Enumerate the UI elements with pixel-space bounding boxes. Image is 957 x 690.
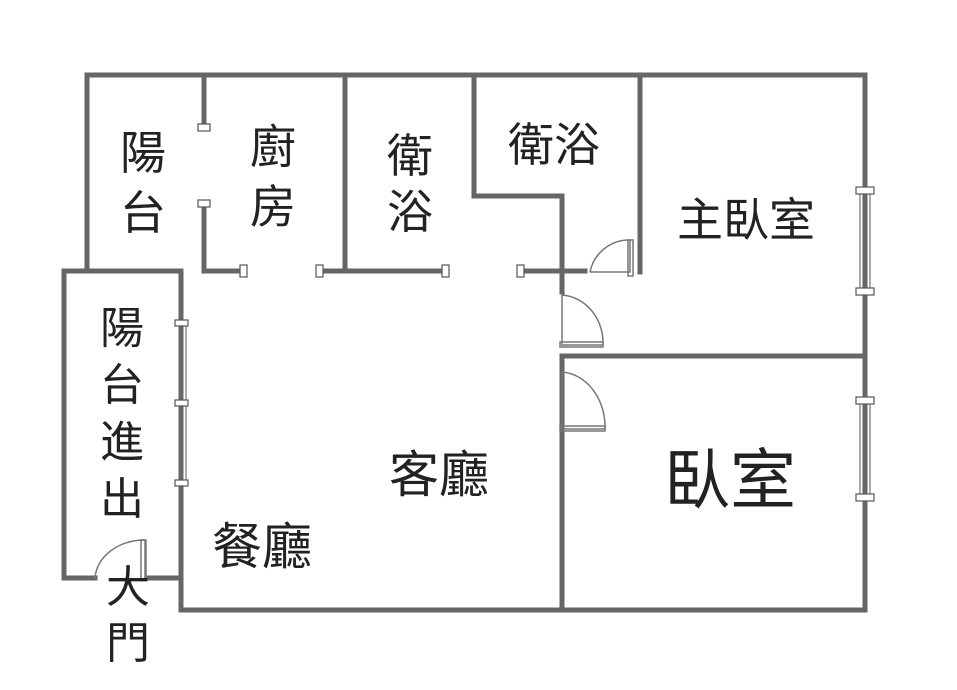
marker: [174, 399, 189, 407]
door-master-bedroom: [589, 239, 631, 273]
room-label-master-bedroom: 主臥室: [677, 193, 815, 247]
walls: [61, 72, 868, 613]
door-bath-hall: [561, 294, 604, 346]
marker: [174, 479, 189, 487]
marker: [855, 396, 875, 405]
room-label-bath-2: 衛浴: [508, 118, 600, 172]
marker: [855, 493, 875, 502]
doors: [94, 239, 634, 581]
room-label-kitchen-balcony: 陽 台: [120, 126, 166, 240]
marker: [174, 319, 189, 327]
wall-outer-top: [84, 72, 868, 613]
room-label-bath-1: 衛 浴: [387, 129, 433, 239]
door-bedroom: [561, 371, 606, 430]
room-label-dining-room: 餐廳: [212, 518, 312, 576]
door-main-entrance: [94, 539, 146, 579]
window-markers: [174, 123, 875, 502]
wall-entry-balcony: [61, 268, 184, 581]
marker: [197, 199, 211, 208]
door-bath-jamb: [559, 341, 604, 348]
door-master-jamb: [627, 239, 634, 277]
wall-bath2: [471, 72, 565, 295]
marker: [441, 264, 450, 278]
marker: [315, 264, 324, 278]
room-label-main-door: 大 門: [106, 562, 150, 669]
marker: [855, 186, 875, 195]
marker: [855, 287, 875, 296]
room-label-bedroom: 臥室: [664, 442, 796, 519]
marker: [197, 123, 211, 132]
door-bedroom-jamb: [559, 425, 606, 432]
room-label-entry-balcony: 陽 台 進 出: [100, 303, 144, 525]
room-label-kitchen: 廚 房: [250, 120, 296, 234]
marker: [516, 264, 525, 278]
marker: [239, 264, 248, 278]
door-main-jamb: [140, 539, 147, 581]
room-label-living-room: 客廳: [389, 446, 489, 504]
